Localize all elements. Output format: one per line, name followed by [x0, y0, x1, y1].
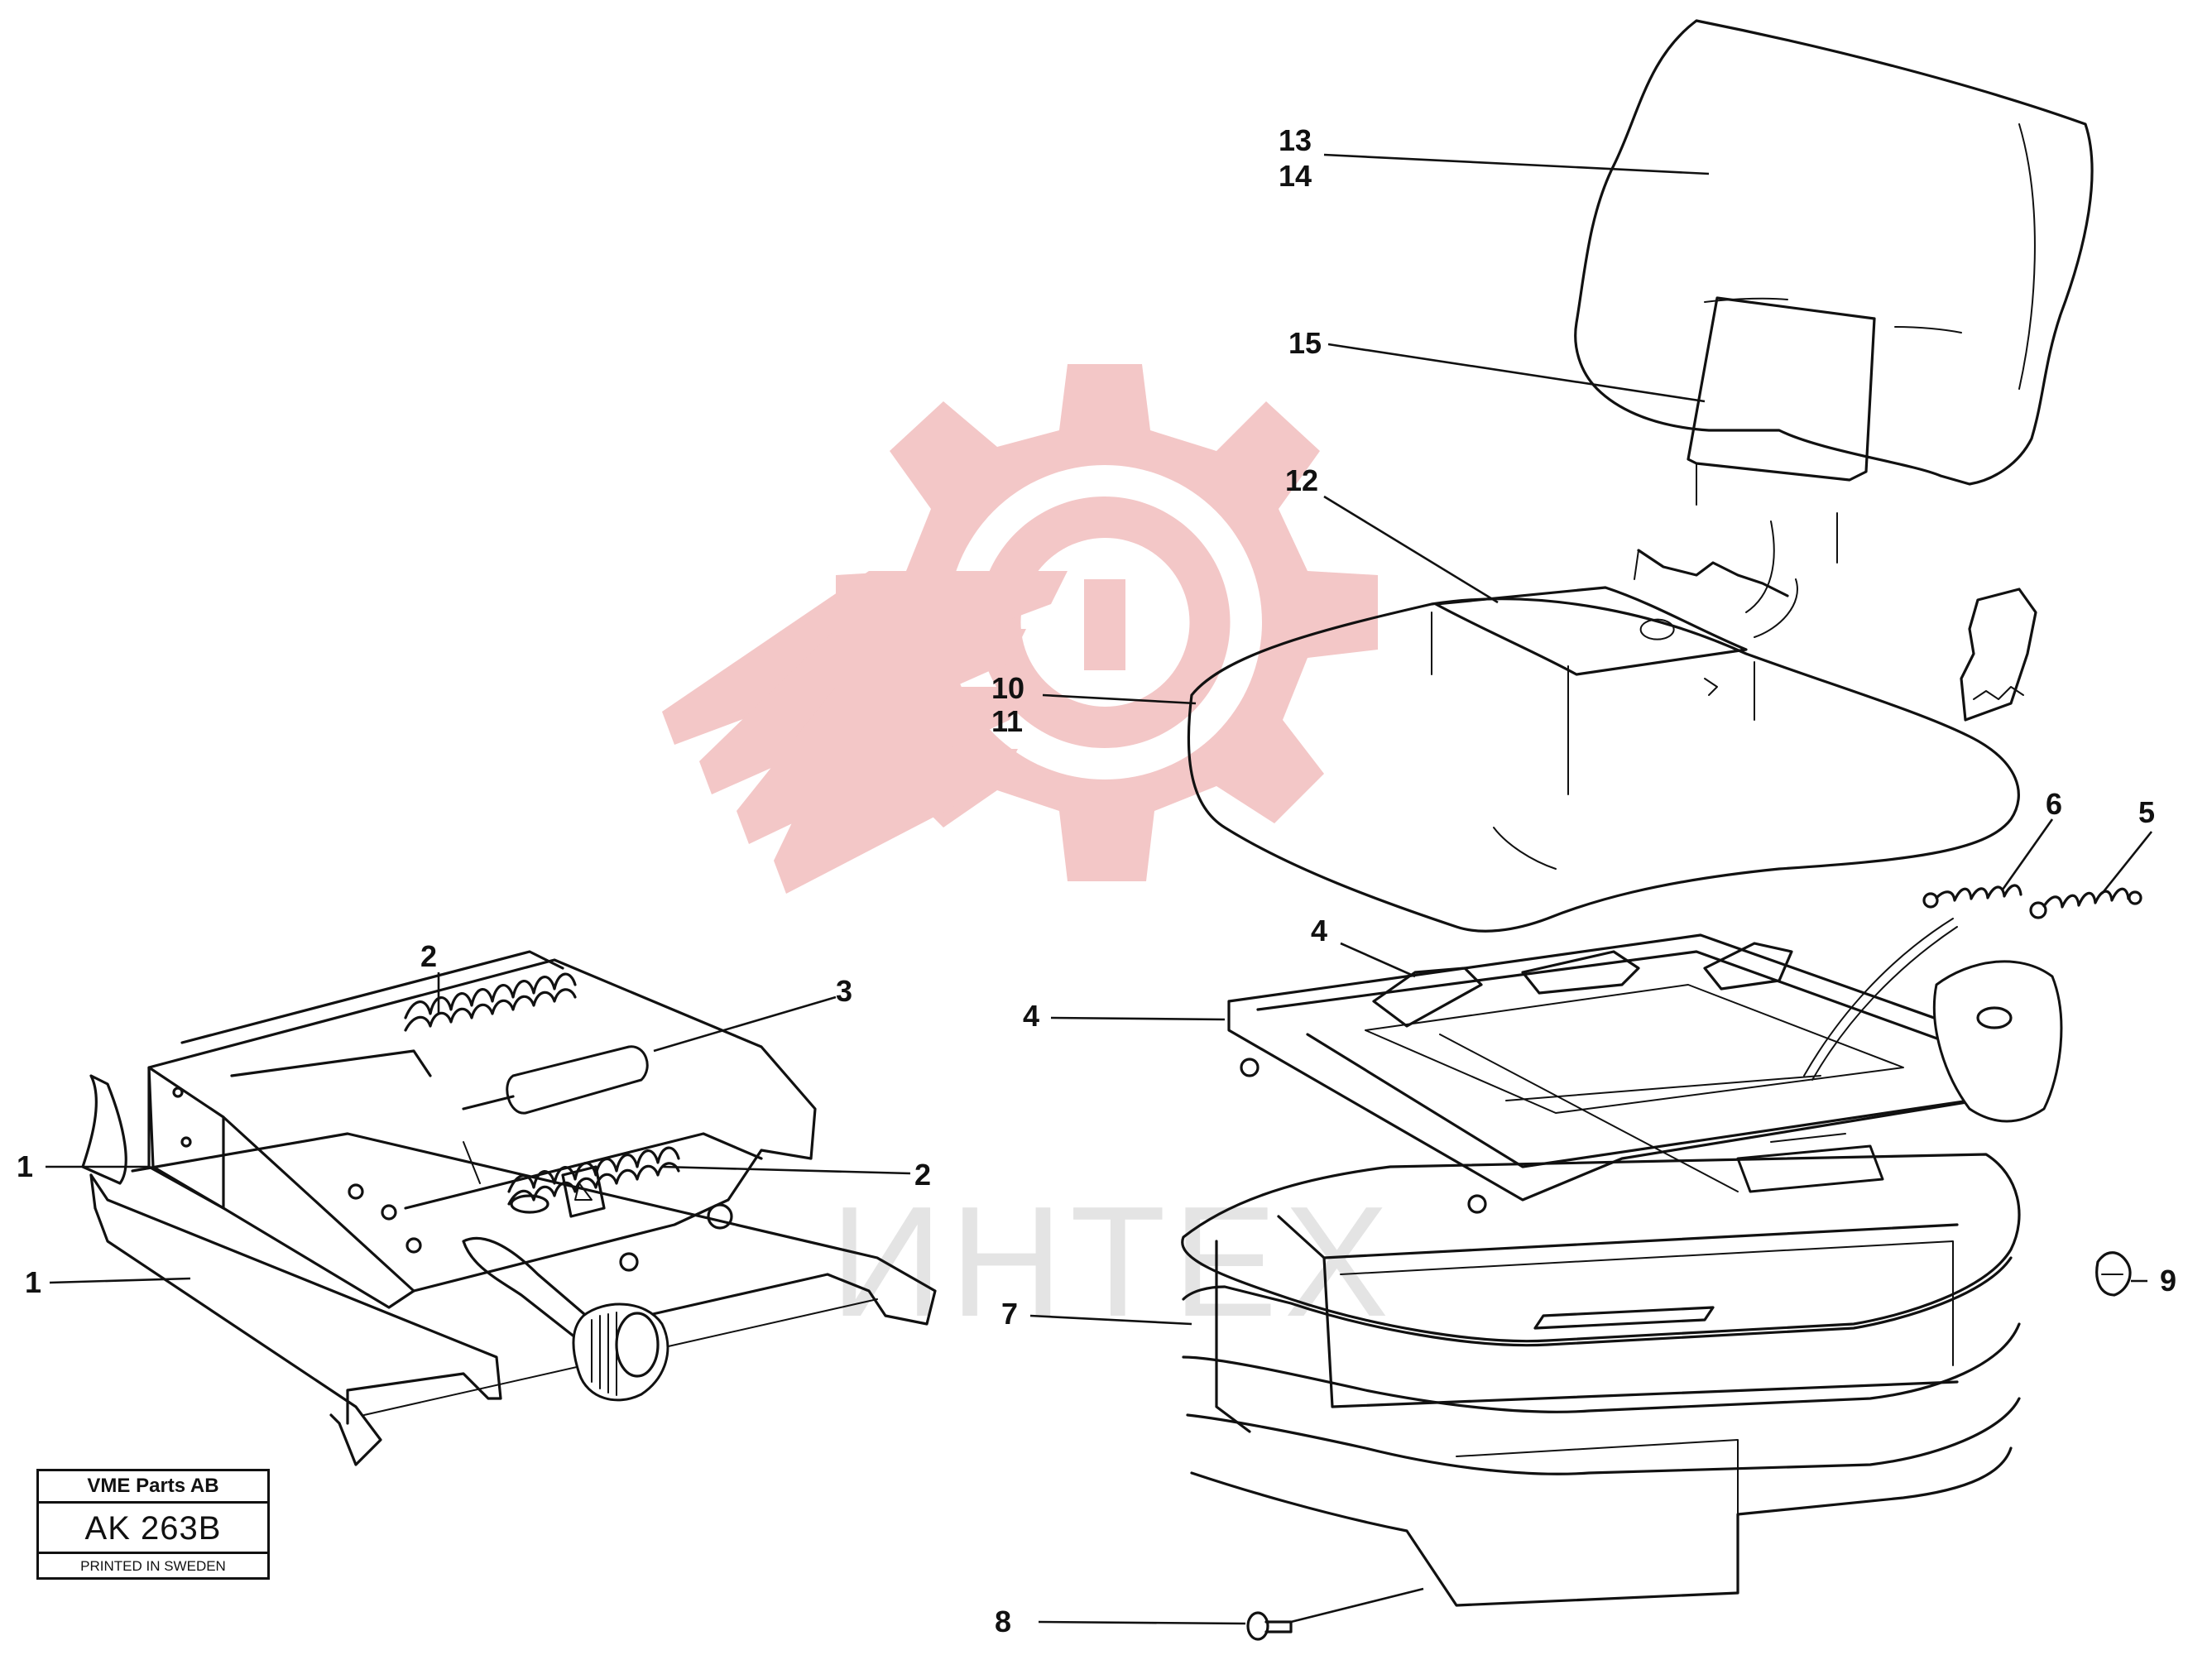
callout-3: 3 [836, 974, 852, 1008]
callout-2-upper: 2 [420, 939, 437, 973]
callout-8: 8 [995, 1605, 1011, 1638]
clip-9 [2095, 1251, 2132, 1297]
callout-11: 11 [991, 704, 1023, 738]
callout-1-upper: 1 [17, 1149, 33, 1183]
suspension-mechanism [81, 950, 937, 1466]
seat-frame [1227, 918, 2063, 1214]
callout-4-upper: 4 [1311, 914, 1327, 947]
leader-lines [46, 153, 2153, 1625]
callout-12: 12 [1285, 463, 1318, 497]
backrest-base-bracket [1634, 549, 1789, 597]
lumbar-pad [1687, 296, 1876, 638]
callout-15: 15 [1288, 326, 1322, 360]
stamp-code: AK 263B [39, 1504, 267, 1554]
backrest [1574, 19, 2094, 722]
callout-7: 7 [1001, 1297, 1018, 1331]
stamp-company: VME Parts AB [39, 1471, 267, 1504]
callout-14: 14 [1279, 159, 1312, 193]
seat-cushion [1187, 586, 2020, 933]
tension-spring-5 [2029, 887, 2142, 919]
callout-10: 10 [991, 671, 1024, 705]
callout-6: 6 [2046, 787, 2062, 821]
watermark-text: ИНТЕХ [830, 1174, 1395, 1350]
callout-9: 9 [2160, 1264, 2176, 1298]
watermark-gear-logo [662, 364, 1378, 894]
screw-8 [1246, 1611, 1293, 1641]
tension-spring-6 [1922, 884, 2022, 909]
callout-2-lower: 2 [914, 1158, 931, 1192]
bellows-cover [1181, 1153, 2021, 1607]
callout-4-lower: 4 [1023, 999, 1039, 1033]
callout-labels: 13 14 15 12 10 11 6 5 4 4 2 3 2 1 1 7 9 … [17, 123, 2176, 1638]
callout-13: 13 [1279, 123, 1312, 157]
callout-1-lower: 1 [25, 1265, 41, 1299]
title-stamp: VME Parts AB AK 263B PRINTED IN SWEDEN [36, 1469, 270, 1580]
stamp-footer: PRINTED IN SWEDEN [80, 1558, 226, 1574]
callout-5: 5 [2138, 795, 2155, 829]
